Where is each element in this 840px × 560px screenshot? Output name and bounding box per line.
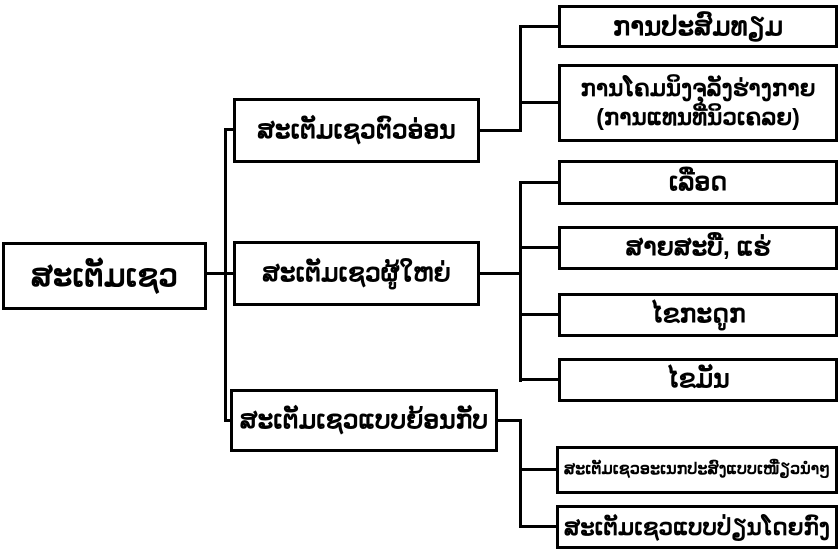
connector-adult-horizontal xyxy=(478,272,522,275)
connector-embryonic-children-vertical xyxy=(519,25,522,132)
node-somatic-cell-cloning-line2: (ການແທນທີ່ນິວເຄລຍ) xyxy=(596,104,800,130)
connector-fat-stub xyxy=(519,378,560,381)
connector-root-horizontal xyxy=(205,272,233,275)
node-stem-cell-root-label: ສະເຕັມເຊວ xyxy=(30,257,179,293)
node-bone-marrow-label: ໄຂກະດູກ xyxy=(650,300,746,329)
node-bone-marrow: ໄຂກະດູກ xyxy=(558,293,838,337)
node-direct-conversion-stem-cell: ສະເຕັມເຊວແບບປ່ຽນໂດຍກົງ xyxy=(556,505,838,549)
connector-direct-conversion-stub xyxy=(519,525,558,528)
connector-reprogrammed-stub xyxy=(224,419,232,422)
node-direct-conversion-stem-cell-label: ສະເຕັມເຊວແບບປ່ຽນໂດຍກົງ xyxy=(563,513,831,540)
node-embryonic-stem-cell: ສະເຕັມເຊວຕົວອ່ອນ xyxy=(233,98,480,163)
node-fat-label: ໄຂມັນ xyxy=(666,365,730,394)
connector-marrow-stub xyxy=(519,313,560,316)
node-artificial-fertilization: ການປະສົມທຽມ xyxy=(558,5,838,48)
node-fat: ໄຂມັນ xyxy=(558,358,838,402)
node-blood-label: ເລືອດ xyxy=(668,167,728,196)
node-umbilical-cord-placenta: ສາຍສະບື, ແຮ່ xyxy=(558,226,838,270)
connector-embryonic-horizontal xyxy=(478,129,522,132)
node-blood: ເລືອດ xyxy=(558,160,838,205)
node-reprogrammed-stem-cell-label: ສະເຕັມເຊວແບບຍ້ອນກັບ xyxy=(239,405,489,434)
connector-fertilization-stub xyxy=(519,25,560,28)
node-embryonic-stem-cell-label: ສະເຕັມເຊວຕົວອ່ອນ xyxy=(257,115,456,144)
node-adult-stem-cell: ສະເຕັມເຊວຜູ້ໃຫຍ່ xyxy=(233,241,480,306)
connector-reprogrammed-horizontal xyxy=(496,419,522,422)
node-reprogrammed-stem-cell: ສະເຕັມເຊວແບບຍ້ອນກັບ xyxy=(230,389,498,452)
connector-reprogrammed-children-vertical xyxy=(519,419,522,528)
connector-embryonic-stub xyxy=(224,128,235,131)
connector-blood-stub xyxy=(519,181,560,184)
node-induced-pluripotent-stem-cell: ສະເຕັມເຊວອະເນກປະສົງແບບເໜື່ຽວນຳໆ xyxy=(556,446,838,494)
connector-trunk-level1-vertical xyxy=(224,128,227,422)
node-artificial-fertilization-label: ການປະສົມທຽມ xyxy=(612,11,784,42)
connector-adult-children-vertical xyxy=(519,181,522,382)
node-adult-stem-cell-label: ສະເຕັມເຊວຜູ້ໃຫຍ່ xyxy=(262,258,451,287)
node-umbilical-cord-placenta-label: ສາຍສະບື, ແຮ່ xyxy=(625,233,771,262)
connector-cord-stub xyxy=(519,246,560,249)
node-somatic-cell-cloning-line1: ການໂຄມນິງຈຸລັງຮ່າງກາຍ xyxy=(580,75,816,102)
node-somatic-cell-cloning: ການໂຄມນິງຈຸລັງຮ່າງກາຍ (ການແທນທີ່ນິວເຄລຍ) xyxy=(558,64,838,142)
node-induced-pluripotent-stem-cell-label: ສະເຕັມເຊວອະເນກປະສົງແບບເໜື່ຽວນຳໆ xyxy=(563,461,831,478)
node-stem-cell-root: ສະເຕັມເຊວ xyxy=(2,242,207,310)
connector-induced-pluripotent-stub xyxy=(519,468,558,471)
connector-cloning-stub xyxy=(519,101,560,104)
